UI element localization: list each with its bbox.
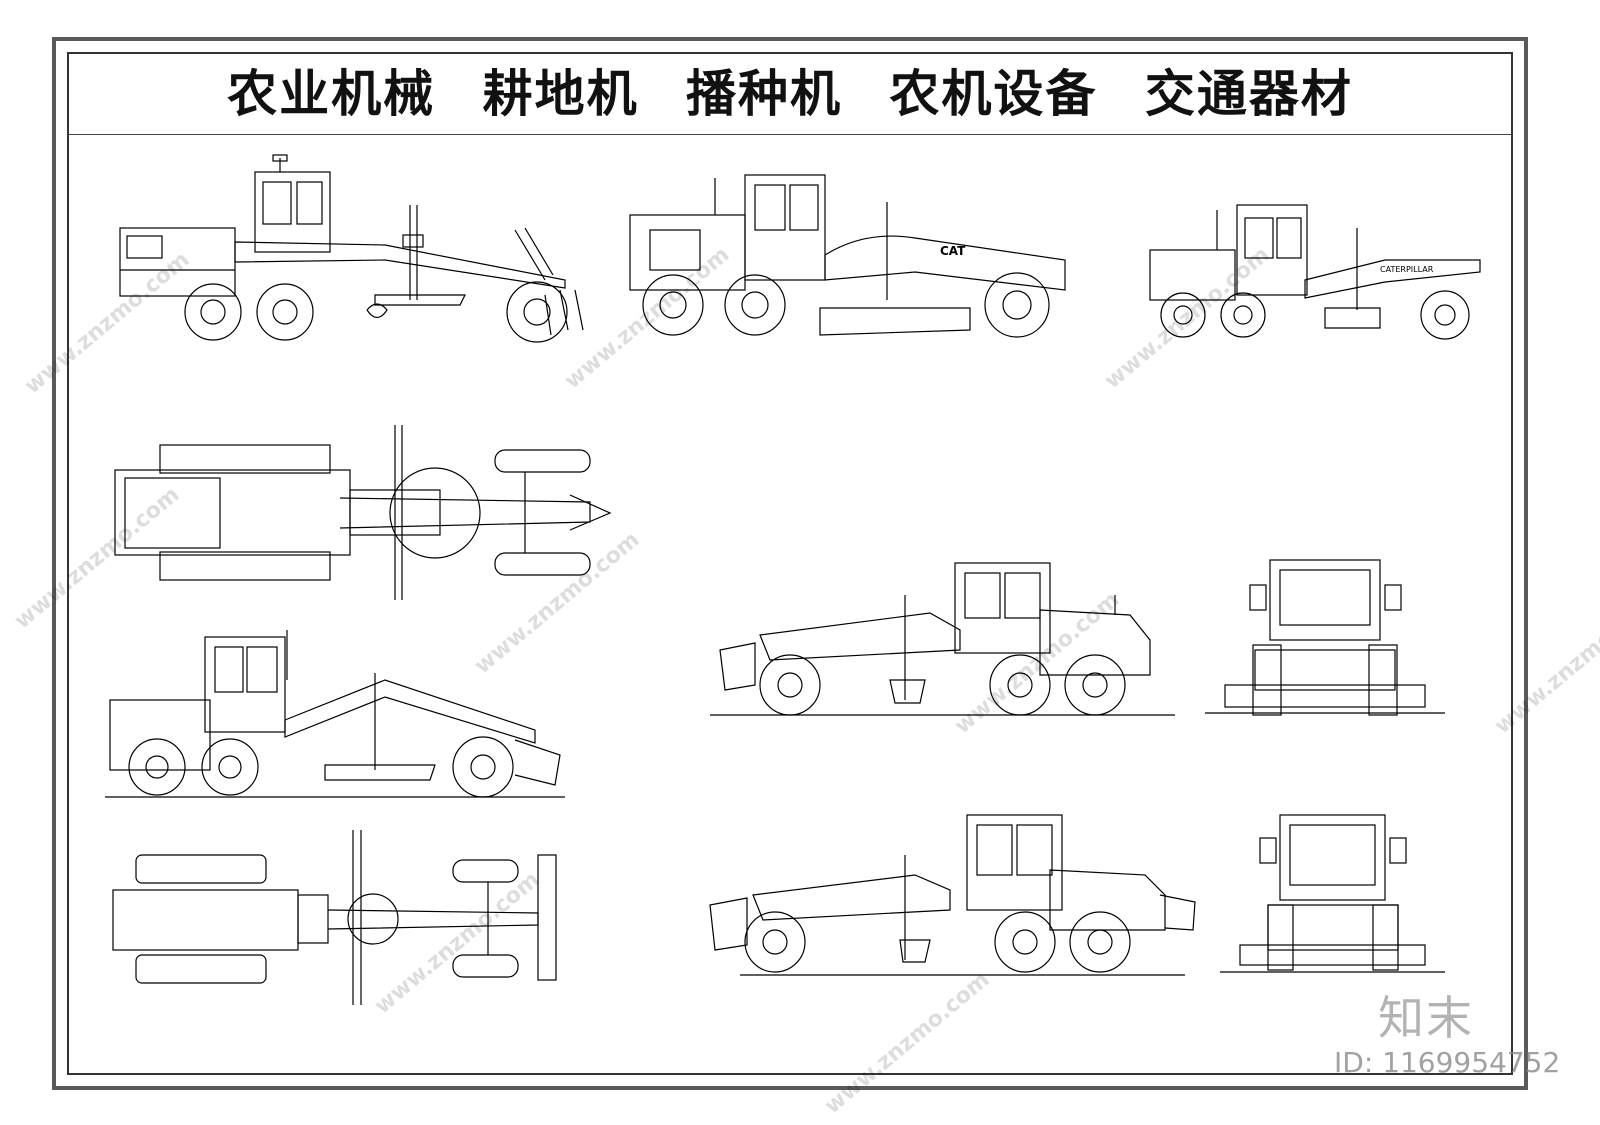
grader-side-view-1: [119, 154, 584, 343]
cat-badge: CAT: [940, 244, 966, 258]
grader-side-view-caterpillar: CATERPILLAR: [1149, 204, 1481, 340]
grader-side-view-4: [709, 814, 1196, 976]
title-word-1: 农业机械: [227, 65, 436, 123]
grader-side-view-2: [105, 630, 565, 798]
outer-frame: [52, 37, 1528, 1090]
inner-frame: [67, 52, 1513, 1075]
title-word-4: 农机设备: [889, 65, 1098, 123]
id-watermark: ID: 1169954752: [1334, 1046, 1561, 1079]
brand-watermark: 知末: [1378, 991, 1474, 1045]
grader-front-view-2: [1220, 814, 1445, 973]
grader-plan-view-1: [114, 425, 612, 600]
title-word-5: 交通器材: [1144, 65, 1353, 123]
title-word-2: 耕地机: [482, 65, 639, 123]
grader-side-view-3: [710, 562, 1175, 716]
title-divider: [68, 134, 1512, 135]
sheet-title: 农业机械 耕地机 播种机 农机设备 交通器材: [68, 58, 1512, 130]
grader-front-view-1: [1205, 559, 1445, 716]
grader-plan-view-2: [112, 830, 557, 1005]
caterpillar-badge: CATERPILLAR: [1380, 265, 1434, 274]
title-word-3: 播种机: [686, 65, 842, 123]
grader-side-view-cat: CAT: [629, 174, 1066, 338]
